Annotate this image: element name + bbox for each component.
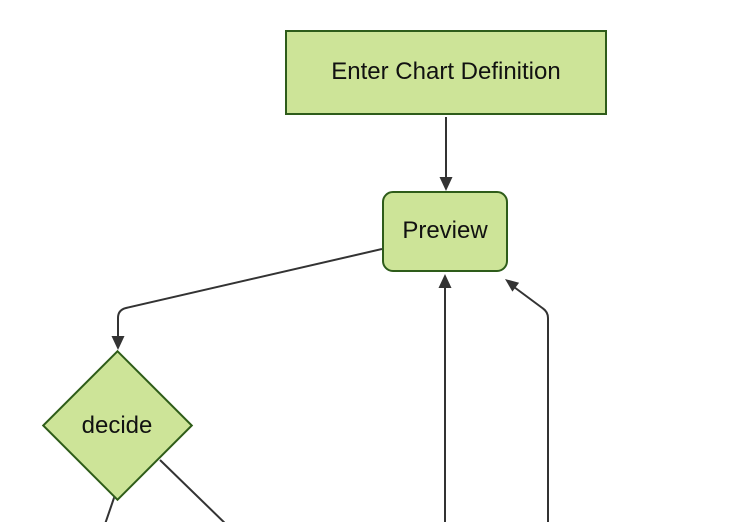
edge-decide-to-offscreen-left	[104, 494, 116, 522]
edge-preview-to-decide	[117, 248, 383, 337]
edge-offscreen-to-preview-corner	[513, 286, 549, 522]
node-enter-chart-definition: Enter Chart Definition	[285, 30, 607, 115]
node-preview: Preview	[382, 191, 508, 272]
edge-enter-to-preview-arrowhead	[439, 177, 453, 191]
edge-offscreen-to-preview-corner-arrowhead	[505, 279, 520, 292]
edge-preview-to-decide-arrowhead	[111, 336, 125, 350]
node-preview-label: Preview	[402, 217, 488, 245]
node-decide-label: decide	[81, 412, 153, 439]
edge-decide-to-offscreen-right	[159, 459, 226, 522]
edge-offscreen-to-preview-bottom-arrowhead	[438, 274, 452, 288]
node-enter-chart-definition-label: Enter Chart Definition	[331, 58, 561, 86]
